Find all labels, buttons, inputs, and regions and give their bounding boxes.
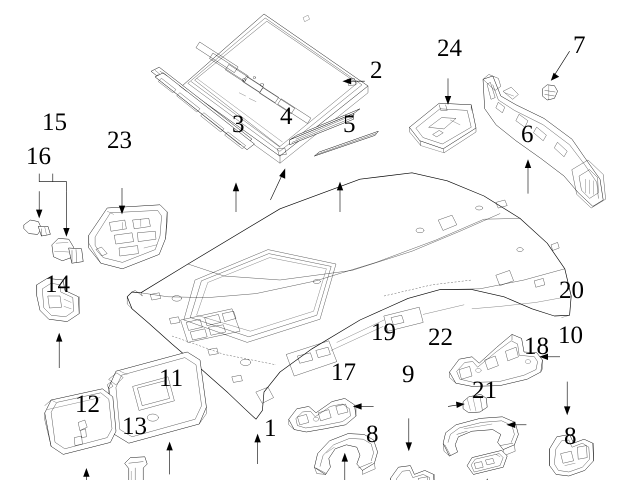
grab-handle-bracket <box>36 278 80 322</box>
callout-24: 24 <box>437 35 462 62</box>
callout-8-right: 8 <box>564 423 577 450</box>
sunroof-seal-strip <box>314 130 379 157</box>
leader-lines <box>36 51 571 480</box>
coat-hook-left <box>390 465 435 480</box>
callout-12: 12 <box>75 391 100 418</box>
coat-hook-right <box>549 434 594 477</box>
callout-21: 21 <box>472 377 497 404</box>
callout-23: 23 <box>107 127 132 154</box>
callout-13: 13 <box>122 413 147 440</box>
callout-5: 5 <box>343 111 356 138</box>
handle-screw-cover <box>466 450 508 475</box>
callout-6: 6 <box>521 121 534 148</box>
roof-side-rail <box>482 74 606 209</box>
callout-3: 3 <box>232 111 245 138</box>
visor-clip <box>124 456 148 480</box>
handle-bracket-front <box>288 398 357 433</box>
sunroof-panel-group <box>181 13 369 164</box>
roof-clip <box>542 84 558 101</box>
callout-9: 9 <box>402 361 415 388</box>
callout-10: 10 <box>558 322 583 349</box>
callout-20: 20 <box>559 277 584 304</box>
sunroof-guide-rail-right <box>289 108 361 146</box>
handle-bracket-rear <box>449 334 543 387</box>
callout-15: 15 <box>42 109 67 136</box>
callout-14: 14 <box>45 271 70 298</box>
overhead-console <box>88 204 168 270</box>
callout-4: 4 <box>280 103 293 130</box>
bulb-set <box>51 238 84 264</box>
bulb-rear <box>462 394 488 414</box>
grab-handle-front <box>314 433 378 475</box>
callout-16: 16 <box>26 143 51 170</box>
bulb-small <box>23 219 51 237</box>
callout-11: 11 <box>159 365 184 392</box>
callout-8-left: 8 <box>366 421 379 448</box>
headliner <box>126 172 572 420</box>
grab-handle-rear <box>442 416 519 457</box>
callout-22: 22 <box>428 324 453 351</box>
callout-2: 2 <box>370 57 383 84</box>
callout-7: 7 <box>573 32 586 59</box>
callout-1: 1 <box>264 415 277 442</box>
sun-visor-left <box>44 388 117 455</box>
callout-17: 17 <box>331 359 356 386</box>
callout-19: 19 <box>371 319 396 346</box>
callout-18: 18 <box>524 333 549 360</box>
console-trim-cover <box>409 102 477 153</box>
sunroof-guide-rail-left <box>150 66 255 150</box>
